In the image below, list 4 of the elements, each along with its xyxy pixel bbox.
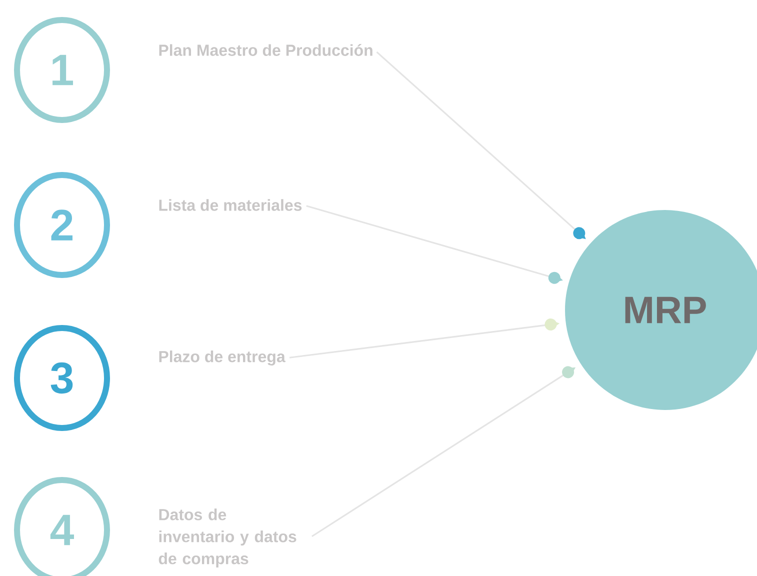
step-label: Plan Maestro de Producción — [159, 44, 372, 56]
step-label: Datos de inventario y datos de compras — [158, 508, 296, 568]
step-label: Plazo de entrega — [159, 350, 286, 366]
step-label: Lista de materiales — [159, 199, 302, 211]
